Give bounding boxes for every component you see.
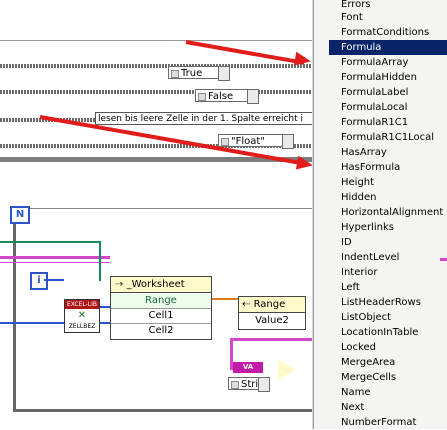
- menu-item-indentlevel[interactable]: IndentLevel: [341, 252, 400, 263]
- automation-ref-icon: ⇢: [115, 279, 124, 290]
- menu-item-formula[interactable]: Formula: [329, 40, 447, 55]
- wire-blue: [44, 279, 64, 281]
- worksheet-row-cell2[interactable]: Cell2: [148, 325, 174, 336]
- menu-item-locked[interactable]: Locked: [341, 342, 376, 353]
- structure-border: [0, 64, 318, 68]
- menu-item-formular1c1local[interactable]: FormulaR1C1Local: [341, 132, 435, 143]
- loop-count-terminal[interactable]: N: [10, 206, 30, 224]
- menu-item-hyperlinks[interactable]: Hyperlinks: [341, 222, 394, 233]
- wire-green: [99, 241, 101, 281]
- menu-item-height[interactable]: Height: [341, 177, 375, 188]
- i-label: i: [37, 275, 41, 286]
- menu-item-mergearea[interactable]: MergeArea: [341, 357, 396, 368]
- menu-item-id[interactable]: ID: [341, 237, 352, 248]
- automation-ref-icon: ⇠: [242, 299, 251, 310]
- range-node-header: ⇠ Range: [239, 297, 305, 313]
- worksheet-property-node[interactable]: ⇢ _Worksheet Range Cell1 Cell2: [110, 276, 212, 340]
- case-border: [0, 157, 318, 162]
- wire-orange: [210, 298, 238, 300]
- menu-item-listobject[interactable]: ListObject: [341, 312, 392, 323]
- string-constant-text: lesen bis leere Zelle in der 1. Spalte e…: [98, 114, 304, 124]
- enum-constant-true[interactable]: True: [168, 66, 230, 81]
- wire-pink: [230, 340, 233, 370]
- menu-item-hidden[interactable]: Hidden: [341, 192, 377, 203]
- range-property-node[interactable]: ⇠ Range Value2: [238, 296, 306, 330]
- compare-node-icon[interactable]: [278, 360, 296, 380]
- enum-constant-false[interactable]: False: [195, 89, 259, 104]
- menu-item-interior[interactable]: Interior: [341, 267, 378, 278]
- menu-item-left[interactable]: Left: [341, 282, 360, 293]
- annotation-arrow: [185, 40, 305, 65]
- enum-value: String: [241, 379, 271, 390]
- excel-lib-badge: EXCEL-LIB: [65, 300, 99, 309]
- range-row-value2[interactable]: Value2: [255, 315, 289, 326]
- menu-item-formulaarray[interactable]: FormulaArray: [341, 57, 409, 68]
- worksheet-node-title: _Worksheet: [126, 279, 185, 290]
- menu-item-font[interactable]: Font: [341, 12, 363, 23]
- menu-item-errors[interactable]: Errors: [341, 0, 371, 10]
- menu-item-formulahidden[interactable]: FormulaHidden: [341, 72, 417, 83]
- menu-item-hasarray[interactable]: HasArray: [341, 147, 387, 158]
- wire-green: [0, 241, 100, 243]
- worksheet-row-cell1[interactable]: Cell1: [111, 309, 211, 324]
- menu-item-hasformula[interactable]: HasFormula: [341, 162, 401, 173]
- enum-value: "Float": [231, 136, 265, 147]
- wire-pink: [0, 262, 110, 263]
- wire-blue: [0, 322, 110, 324]
- annotation-arrow-head: [295, 155, 315, 173]
- divider: [0, 40, 318, 41]
- block-diagram[interactable]: True False lesen bis leere Zelle in der …: [0, 0, 318, 429]
- type-constant-string[interactable]: String: [228, 377, 271, 392]
- excel-cellref-subvi[interactable]: EXCEL-LIB ✕ ZELLBEZ: [64, 299, 100, 333]
- menu-item-mergecells[interactable]: MergeCells: [341, 372, 397, 383]
- zellbez-label: ZELLBEZ: [68, 323, 96, 330]
- wire-pink: [0, 256, 110, 259]
- worksheet-node-header: ⇢ _Worksheet: [111, 277, 211, 293]
- enum-value: True: [181, 68, 203, 79]
- enum-constant-float[interactable]: "Float": [218, 134, 294, 149]
- menu-item-formular1c1[interactable]: FormulaR1C1: [341, 117, 409, 128]
- enum-value: False: [208, 91, 234, 102]
- annotation-arrow-head: [293, 51, 313, 69]
- menu-item-locationintable[interactable]: LocationInTable: [341, 327, 419, 338]
- structure-border: [0, 90, 318, 94]
- wire-pink: [440, 258, 447, 261]
- property-menu[interactable]: Errors Font FormatConditions Formula For…: [313, 0, 447, 429]
- string-constant[interactable]: lesen bis leere Zelle in der 1. Spalte e…: [95, 112, 318, 125]
- structure-border: [0, 144, 318, 148]
- iteration-terminal[interactable]: i: [30, 272, 48, 290]
- menu-item-listheaderrows[interactable]: ListHeaderRows: [341, 297, 421, 308]
- menu-item-formulalocal[interactable]: FormulaLocal: [341, 102, 408, 113]
- range-node-title: Range: [253, 299, 286, 310]
- excel-icon: ✕: [77, 310, 87, 321]
- menu-item-horizontalalignment[interactable]: HorizontalAlignment: [341, 207, 444, 218]
- menu-item-formulalabel[interactable]: FormulaLabel: [341, 87, 409, 98]
- menu-item-name[interactable]: Name: [341, 387, 371, 398]
- wire-blue: [98, 306, 112, 308]
- menu-item-numberformat[interactable]: NumberFormat: [341, 417, 417, 428]
- n-label: N: [15, 209, 25, 220]
- menu-item-next[interactable]: Next: [341, 402, 365, 413]
- variant-to-data-node[interactable]: VA: [233, 362, 263, 373]
- wire-pink: [230, 338, 318, 341]
- menu-item-formatconditions[interactable]: FormatConditions: [341, 27, 430, 38]
- for-loop-frame[interactable]: [13, 208, 318, 412]
- worksheet-row-range[interactable]: Range: [111, 294, 211, 309]
